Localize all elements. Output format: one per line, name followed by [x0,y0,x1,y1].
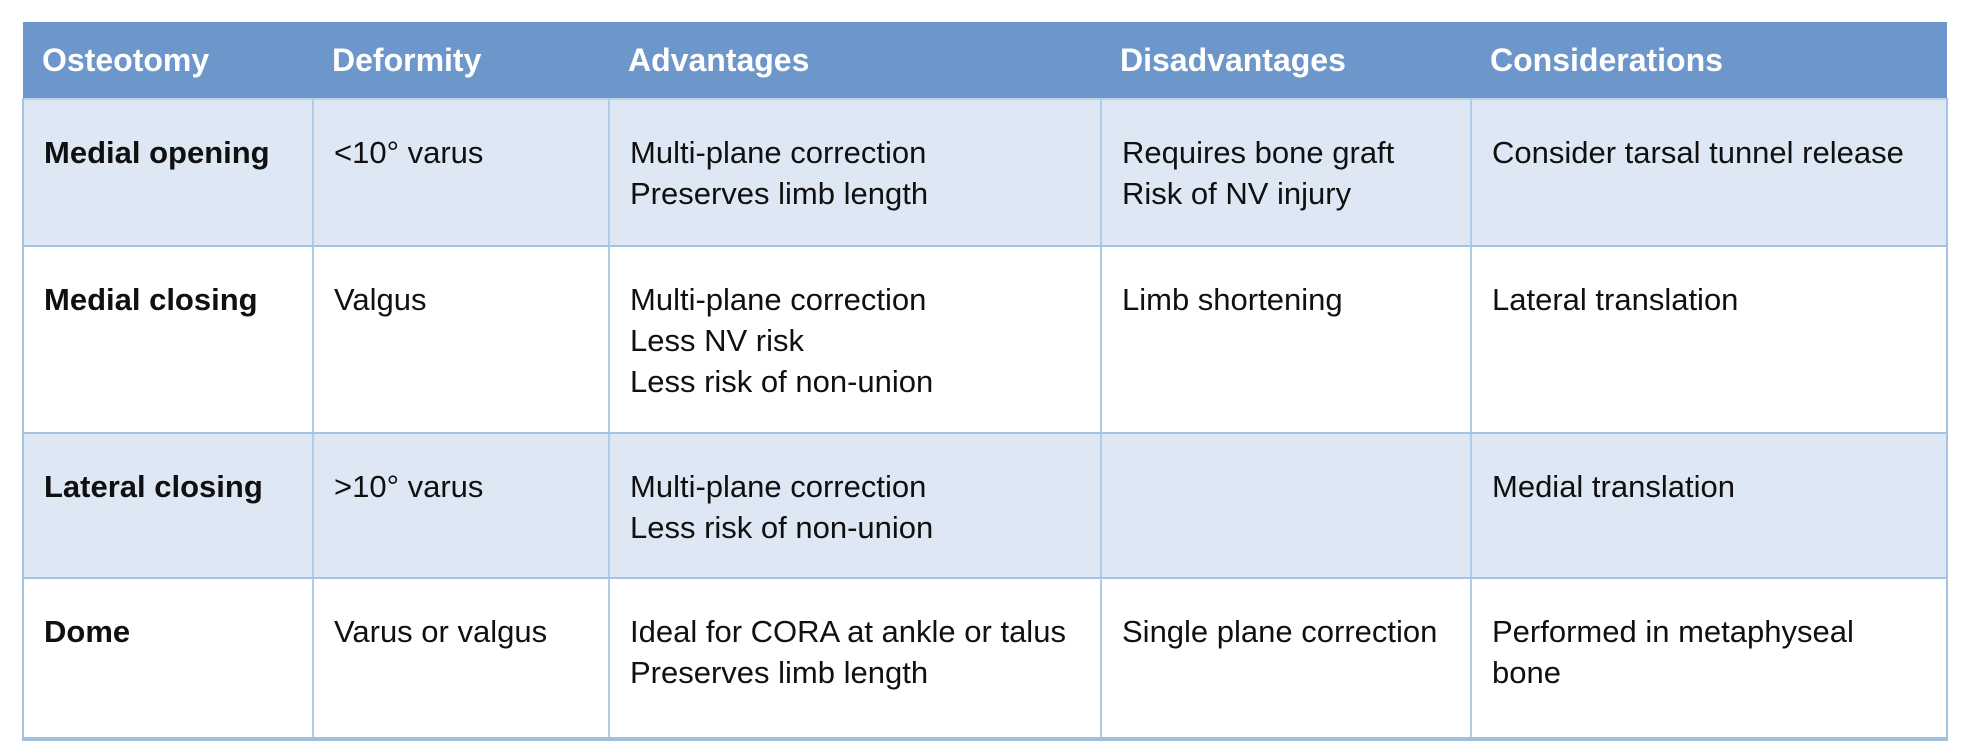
cell-text: Medial translation [1492,469,1735,504]
cell-text: Medial closing [44,282,258,317]
cell-considerations: Consider tarsal tunnel release [1471,98,1948,247]
cell-text: Lateral closing [44,469,263,504]
cell-text: Requires bone graft Risk of NV injury [1122,135,1395,211]
cell-text: Multi-plane correction Preserves limb le… [630,135,929,211]
table-row-medial-closing: Medial closing Valgus Multi-plane correc… [22,246,1948,434]
cell-disadvantages: Single plane correction [1101,578,1472,740]
cell-text: Performed in metaphyseal bone [1492,614,1854,690]
cell-osteotomy: Medial opening [22,98,314,247]
table-row-medial-opening: Medial opening <10° varus Multi-plane co… [22,98,1948,247]
column-header-deformity: Deformity [313,22,609,99]
column-header-considerations: Considerations [1471,22,1947,99]
cell-considerations: Medial translation [1471,433,1948,579]
table-row-lateral-closing: Lateral closing >10° varus Multi-plane c… [22,433,1948,579]
cell-text: >10° varus [334,469,484,504]
cell-text: Multi-plane correction Less risk of non-… [630,469,934,545]
cell-text: <10° varus [334,135,484,170]
cell-considerations: Performed in metaphyseal bone [1471,578,1948,740]
cell-considerations: Lateral translation [1471,246,1948,434]
cell-text: Medial opening [44,135,270,170]
cell-advantages: Ideal for CORA at ankle or talus Preserv… [609,578,1102,740]
cell-osteotomy: Medial closing [22,246,314,434]
cell-osteotomy: Lateral closing [22,433,314,579]
cell-deformity: Valgus [313,246,610,434]
column-header-advantages: Advantages [609,22,1101,99]
cell-deformity: Varus or valgus [313,578,610,740]
header-row: Osteotomy Deformity Advantages Disadvant… [23,22,1947,99]
cell-text: Varus or valgus [334,614,548,649]
column-header-disadvantages: Disadvantages [1101,22,1471,99]
cell-disadvantages [1101,433,1472,579]
cell-text: Multi-plane correction Less NV risk Less… [630,282,934,399]
table-row-dome: Dome Varus or valgus Ideal for CORA at a… [22,578,1948,740]
cell-advantages: Multi-plane correction Less risk of non-… [609,433,1102,579]
cell-text: Limb shortening [1122,282,1343,317]
cell-text: Dome [44,614,131,649]
cell-text: Ideal for CORA at ankle or talus Preserv… [630,614,1066,690]
osteotomy-comparison-table: Osteotomy Deformity Advantages Disadvant… [22,22,1948,741]
column-header-osteotomy: Osteotomy [23,22,313,99]
cell-advantages: Multi-plane correction Preserves limb le… [609,98,1102,247]
cell-disadvantages: Requires bone graft Risk of NV injury [1101,98,1472,247]
cell-deformity: >10° varus [313,433,610,579]
cell-osteotomy: Dome [22,578,314,740]
cell-deformity: <10° varus [313,98,610,247]
cell-text: Single plane correction [1122,614,1438,649]
cell-disadvantages: Limb shortening [1101,246,1472,434]
cell-text: Valgus [334,282,427,317]
cell-text: Consider tarsal tunnel release [1492,135,1904,170]
cell-advantages: Multi-plane correction Less NV risk Less… [609,246,1102,434]
cell-text: Lateral translation [1492,282,1739,317]
